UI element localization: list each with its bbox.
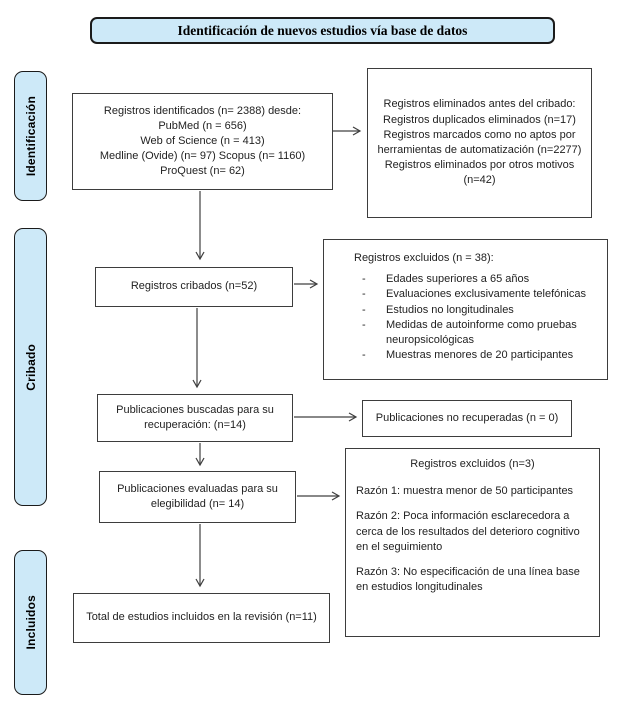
identified-line: Registros identificados (n= 2388) desde: — [103, 104, 302, 117]
box-reports-excluded: Registros excluidos (n=3) Razón 1: muest… — [345, 448, 600, 637]
stage-identification: Identificación — [14, 71, 47, 201]
reports-excluded-heading: Registros excluidos (n=3) — [410, 458, 535, 470]
exclusion-reason: Razón 2: Poca información esclarecedora … — [356, 510, 580, 553]
sought-text: Publicaciones buscadas para su recuperac… — [116, 403, 274, 431]
bullet-dash: - — [362, 288, 366, 301]
excluded-item-text: Muestras menores de 20 participantes — [386, 349, 574, 362]
stage-screening: Cribado — [14, 228, 47, 506]
identified-line: Medline (Ovide) (n= 97) Scopus (n= 1160) — [99, 150, 306, 163]
removed-line: Registros duplicados eliminados (n=17) — [383, 113, 576, 126]
exclusion-reason: Razón 1: muestra menor de 50 participant… — [356, 485, 574, 498]
box-publications-sought: Publicaciones buscadas para su recuperac… — [97, 394, 293, 442]
excluded-item-text: Evaluaciones exclusivamente telefónicas — [386, 288, 586, 301]
removed-line: Registros eliminados por otros motivos (… — [384, 159, 575, 187]
bullet-dash: - — [362, 273, 366, 286]
identified-line: PubMed (n = 656) — [158, 119, 247, 132]
bullet-dash: - — [362, 349, 366, 362]
stage-included-label: Incluidos — [23, 595, 38, 650]
excluded-item-text: Edades superiores a 65 años — [386, 273, 530, 286]
excluded-item: - Medidas de autoinforme como pruebas ne… — [324, 318, 607, 348]
diagram-title: Identificación de nuevos estudios vía ba… — [90, 17, 555, 44]
excluded-item: - Estudios no longitudinales — [324, 303, 607, 318]
excluded-item-text: Estudios no longitudinales — [386, 303, 514, 316]
bullet-dash: - — [362, 318, 366, 331]
diagram-title-text: Identificación de nuevos estudios vía ba… — [177, 22, 468, 38]
removed-line: Registros marcados como no aptos por her… — [377, 128, 582, 156]
box-publications-assessed: Publicaciones evaluadas para su elegibil… — [99, 471, 296, 523]
assessed-text: Publicaciones evaluadas para su elegibil… — [117, 482, 278, 510]
identified-line: Web of Science (n = 413) — [140, 134, 265, 147]
excluded-heading: Registros excluidos (n = 38): — [354, 252, 494, 264]
removed-line: Registros eliminados antes del cribado: — [383, 98, 576, 111]
box-records-removed-before-screening: Registros eliminados antes del cribado: … — [367, 68, 592, 218]
excluded-item: - Muestras menores de 20 participantes — [324, 348, 607, 363]
excluded-item: - Edades superiores a 65 años — [324, 272, 607, 287]
identified-line: ProQuest (n= 62) — [160, 165, 245, 178]
box-records-excluded: Registros excluidos (n = 38): - Edades s… — [323, 239, 608, 380]
box-records-screened: Registros cribados (n=52) — [95, 267, 293, 307]
box-records-identified: Registros identificados (n= 2388) desde:… — [72, 93, 333, 190]
total-included-text: Total de estudios incluidos en la revisi… — [86, 611, 317, 624]
stage-identification-label: Identificación — [23, 95, 38, 177]
excluded-item: - Evaluaciones exclusivamente telefónica… — [324, 287, 607, 302]
box-total-included: Total de estudios incluidos en la revisi… — [73, 593, 330, 643]
screened-text: Registros cribados (n=52) — [130, 280, 258, 293]
not-retrieved-text: Publicaciones no recuperadas (n = 0) — [375, 411, 559, 424]
box-publications-not-retrieved: Publicaciones no recuperadas (n = 0) — [362, 400, 572, 437]
stage-screening-label: Cribado — [23, 343, 38, 391]
bullet-dash: - — [362, 303, 366, 316]
excluded-item-text: Medidas de autoinforme como pruebas neur… — [386, 318, 577, 346]
stage-included: Incluidos — [14, 550, 47, 695]
exclusion-reason: Razón 3: No especificación de una línea … — [356, 565, 580, 594]
